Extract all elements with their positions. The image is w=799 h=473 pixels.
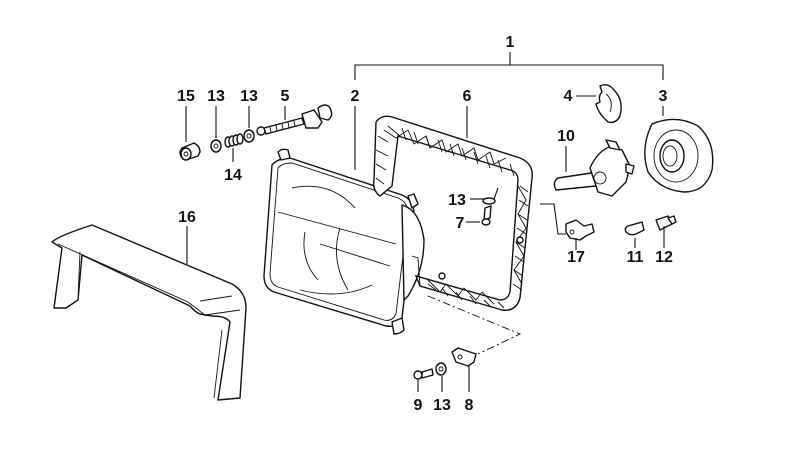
callout-13-spring-washer: 13 xyxy=(207,88,225,105)
callout-14: 14 xyxy=(224,167,242,184)
callout-13-frame-washer: 13 xyxy=(448,192,466,209)
part-clamp[interactable] xyxy=(451,347,477,367)
callout-1: 1 xyxy=(506,34,515,51)
callout-3: 3 xyxy=(659,88,668,105)
part-headlight-frame[interactable] xyxy=(372,115,533,311)
callout-labels: 1 2 3 4 5 6 7 8 9 10 11 12 13 13 13 13 1… xyxy=(177,34,673,414)
callout-13-screw-washer: 13 xyxy=(240,88,258,105)
callout-13-bolt-washer: 13 xyxy=(433,397,451,414)
callout-11: 11 xyxy=(627,249,644,266)
callout-8: 8 xyxy=(465,397,474,414)
part-halogen-bulb[interactable] xyxy=(553,139,635,197)
part-cover-cap[interactable] xyxy=(644,118,714,193)
part-washer-3[interactable] xyxy=(482,197,496,205)
part-washer-2[interactable] xyxy=(243,129,255,143)
callout-6: 6 xyxy=(463,88,472,105)
callout-7: 7 xyxy=(456,215,465,232)
part-bulb-socket[interactable] xyxy=(655,215,677,231)
part-parking-bulb[interactable] xyxy=(624,221,645,236)
part-rubber-cap[interactable] xyxy=(179,142,201,161)
callout-2: 2 xyxy=(351,88,360,105)
part-trim-cover[interactable] xyxy=(51,224,247,401)
part-adjusting-screw[interactable] xyxy=(256,104,333,136)
part-retaining-clip[interactable] xyxy=(595,83,622,124)
leader-lines xyxy=(185,95,665,392)
part-headlight-lens[interactable] xyxy=(263,148,425,335)
part-washer-4[interactable] xyxy=(435,362,447,376)
callout-15: 15 xyxy=(177,88,195,105)
part-screw[interactable] xyxy=(481,205,492,226)
part-spring[interactable] xyxy=(224,133,244,148)
callout-5: 5 xyxy=(281,88,290,105)
callout-9: 9 xyxy=(414,397,423,414)
assembly-bracket xyxy=(354,52,664,80)
callout-4: 4 xyxy=(564,88,573,105)
part-washer-1[interactable] xyxy=(210,139,222,153)
part-bulb-holder[interactable] xyxy=(565,219,595,241)
part-bolt[interactable] xyxy=(413,368,434,380)
callout-10: 10 xyxy=(557,128,575,145)
callout-17: 17 xyxy=(567,249,585,266)
callout-12: 12 xyxy=(655,249,673,266)
callout-16: 16 xyxy=(178,209,196,226)
